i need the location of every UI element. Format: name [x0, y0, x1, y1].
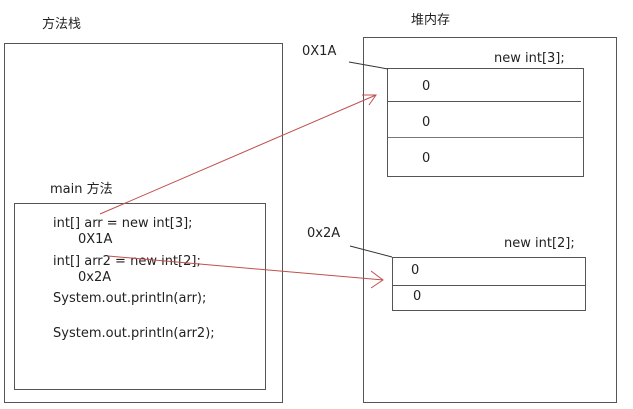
array1-address-pointer	[348, 61, 389, 70]
heap-box	[363, 37, 617, 403]
code-line-println-arr2: System.out.println(arr2);	[53, 326, 215, 341]
array2-address-pointer	[349, 245, 393, 258]
array1-label: new int[3];	[494, 51, 565, 66]
array2-divider	[393, 285, 585, 286]
array1-cell-1: 0	[422, 115, 431, 130]
array2-box: 0 0	[392, 257, 586, 311]
stack-frame-box	[4, 43, 283, 403]
code-arr2-address: 0x2A	[78, 270, 112, 285]
main-method-label: main 方法	[50, 182, 113, 197]
array1-divider	[388, 101, 581, 102]
arrow-head-icon	[370, 270, 384, 289]
arrow-head-icon	[362, 94, 377, 106]
array2-address: 0x2A	[307, 226, 341, 241]
main-method-frame	[14, 203, 266, 390]
array1-cell-2: 0	[422, 151, 431, 166]
code-line-println-arr: System.out.println(arr);	[53, 291, 207, 306]
array1-box: 0 0 0	[387, 68, 584, 177]
stack-title: 方法栈	[42, 17, 82, 32]
heap-title: 堆内存	[411, 13, 451, 28]
code-line-arr-decl: int[] arr = new int[3];	[53, 216, 193, 231]
array1-cell-0: 0	[422, 79, 431, 94]
array1-address: 0X1A	[302, 44, 337, 59]
array2-cell-0: 0	[411, 263, 420, 278]
arr2-reference-arrow	[107, 255, 384, 289]
arr-reference-arrow	[99, 94, 377, 215]
array2-label: new int[2];	[504, 236, 575, 251]
array1-divider	[388, 137, 583, 138]
array2-cell-1: 0	[413, 289, 422, 304]
code-line-arr2-decl: int[] arr2 = new int[2];	[53, 254, 201, 269]
code-arr-address: 0X1A	[78, 232, 113, 247]
